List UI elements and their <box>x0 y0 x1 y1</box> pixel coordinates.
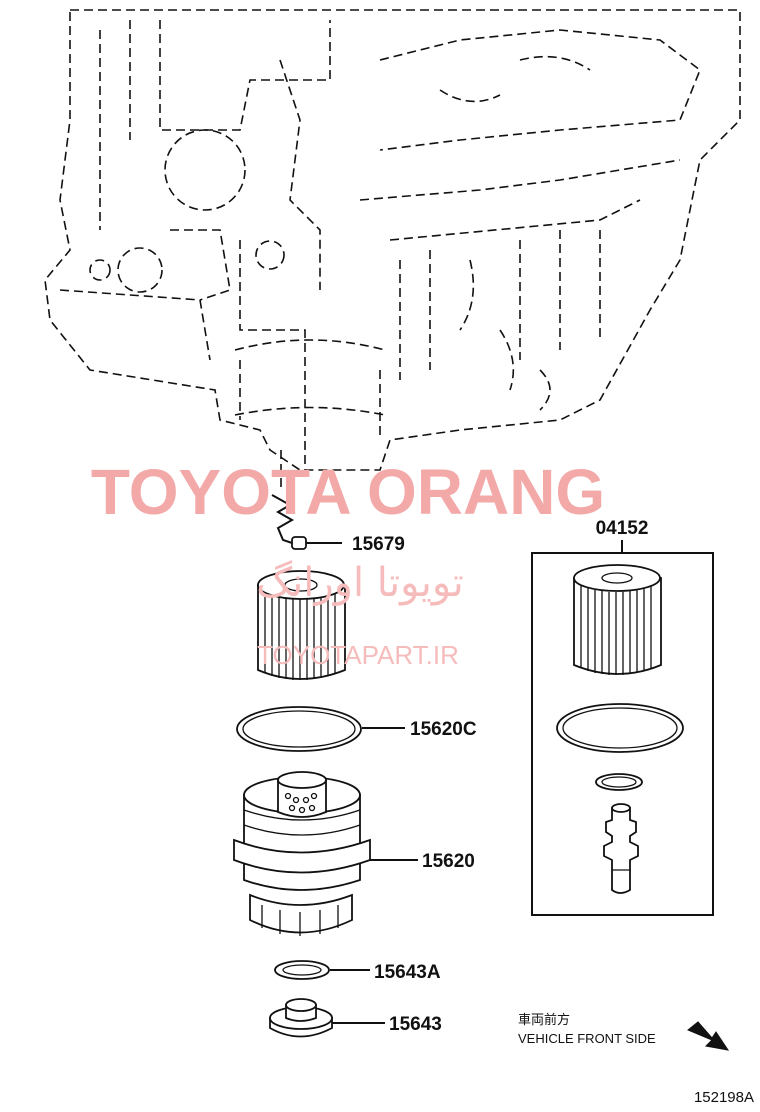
oil-drain-pipe-15679 <box>271 450 342 550</box>
diagram-id: 152198A <box>694 1089 754 1106</box>
oil-filter-cap-15620 <box>233 771 418 936</box>
drain-plug-15643 <box>269 998 385 1038</box>
part-label-15643[interactable]: 15643 <box>389 1014 442 1035</box>
part-label-15620[interactable]: 15620 <box>422 851 475 872</box>
vehicle-front-arrow-icon <box>687 1021 730 1051</box>
part-label-04152[interactable]: 04152 <box>596 518 649 539</box>
watermark-site: TOYOTAPART.IR <box>257 640 459 670</box>
engine-block-outline <box>44 9 741 471</box>
front-label-english: VEHICLE FRONT SIDE <box>518 1031 656 1046</box>
gasket-15643A <box>274 960 370 980</box>
o-ring-15620C <box>236 706 405 752</box>
filter-kit-box-04152 <box>531 540 714 916</box>
front-label-japanese: 車両前方 <box>518 1012 570 1027</box>
part-label-15679[interactable]: 15679 <box>352 534 405 555</box>
watermark-persian: تویوتا اورانگ <box>256 560 463 606</box>
watermark-brand: TOYOTA ORANG <box>91 456 605 528</box>
part-label-15643A[interactable]: 15643A <box>374 962 441 983</box>
part-label-15620C[interactable]: 15620C <box>410 719 477 740</box>
oil-filter-element <box>257 570 346 680</box>
cap-holes <box>284 792 318 814</box>
